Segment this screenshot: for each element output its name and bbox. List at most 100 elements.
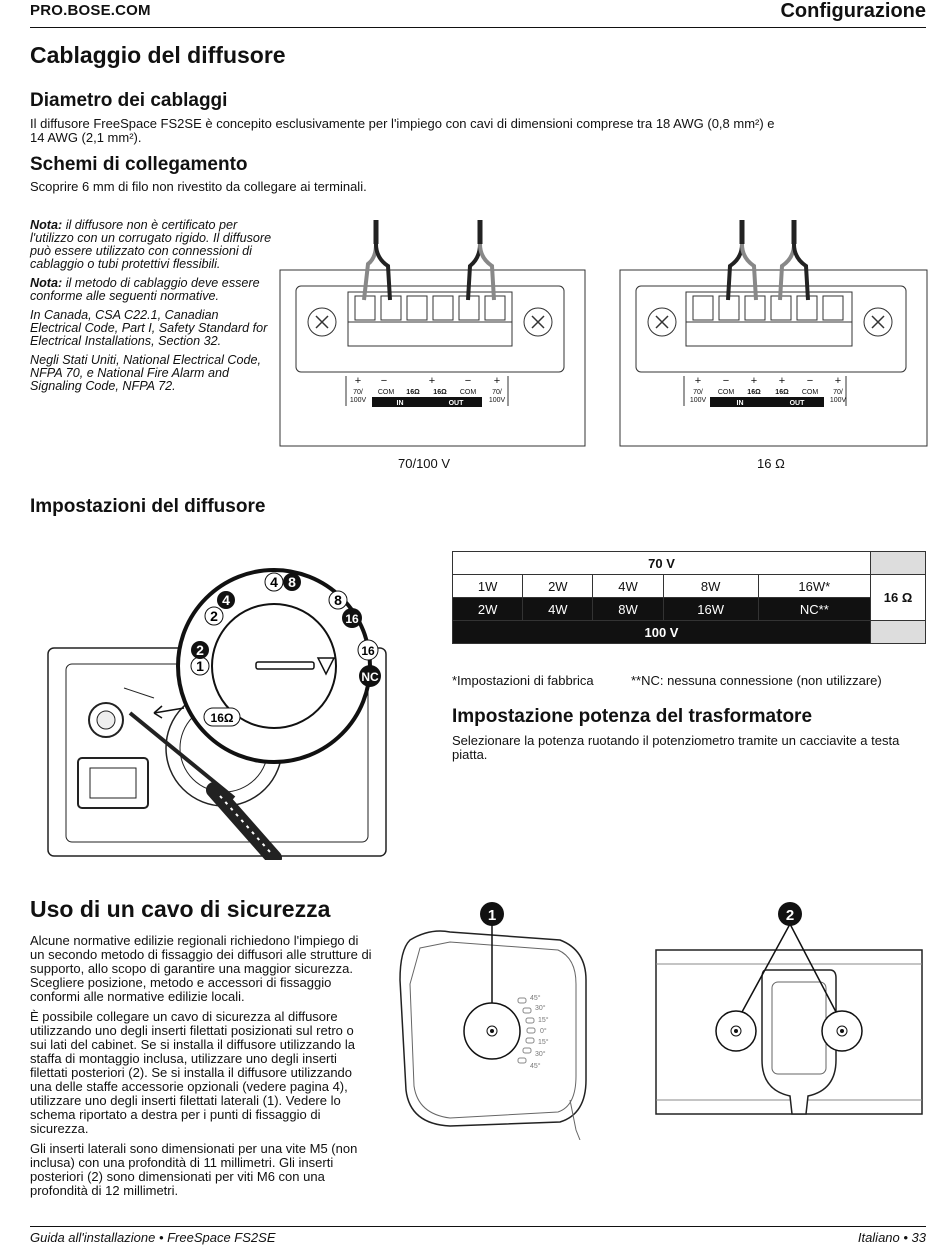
safety-text: Alcune normative edilizie regionali rich… [30, 934, 372, 1204]
angle-label: 45° [530, 1062, 541, 1070]
table-row: 70 V [452, 551, 926, 575]
schema-title: Schemi di collegamento [30, 154, 248, 175]
svg-text:70/: 70/ [353, 389, 363, 396]
angle-label: 30° [535, 1004, 546, 1012]
callout-2-label: 2 [786, 907, 794, 924]
safety-paragraph-2: È possibile collegare un cavo di sicurez… [30, 1009, 355, 1136]
cell-100v-2: 4W [522, 597, 594, 621]
cell-70v-3: 4W [592, 574, 664, 598]
safety-points-diagram: 45° 30° 15° 0° 15° 30° 45° 1 2 [399, 902, 923, 1140]
svg-text:−: − [465, 375, 471, 387]
speaker-rear-view: 2 [655, 902, 923, 1115]
dial-label-16b: 16 [361, 644, 375, 658]
svg-text:−: − [807, 375, 813, 387]
caption-16-ohm: 16 Ω [757, 456, 785, 471]
power-text: Selezionare la potenza ruotando il poten… [452, 733, 900, 762]
table-cell [870, 620, 926, 644]
note-2: Nota: il metodo di cablaggio deve essere… [30, 277, 272, 303]
dial-label-16a: 16 [345, 612, 359, 626]
angle-label: 30° [535, 1050, 546, 1058]
dial-label-2a: 2 [210, 608, 218, 624]
cell-70v-5: 16W* [757, 574, 872, 598]
svg-text:70/: 70/ [833, 389, 843, 396]
angle-label: 45° [530, 994, 541, 1002]
cell-16-ohm: 16 Ω [870, 574, 926, 621]
site-url: PRO.BOSE.COM [30, 2, 151, 19]
dial-label-8b: 8 [334, 592, 342, 608]
cell-100v-5: NC** [757, 597, 872, 621]
dial-label-4b: 4 [222, 592, 230, 608]
svg-text:COM: COM [802, 389, 819, 396]
cell-70v-1: 1W [451, 574, 524, 598]
angle-label: 0° [540, 1027, 547, 1035]
wiring-notes: Nota: il diffusore non è certificato per… [30, 219, 272, 399]
power-settings-table: 70 V 1W 2W 4W 8W 16W* 16 Ω 2W 4W 8W 16W … [451, 551, 926, 644]
dial-label-8a: 8 [288, 574, 296, 590]
schema-text: Scoprire 6 mm di filo non rivestito da c… [30, 179, 367, 194]
svg-text:IN: IN [737, 400, 744, 407]
svg-text:16Ω: 16Ω [406, 389, 420, 396]
power-title: Impostazione potenza del trasformatore [452, 706, 813, 727]
svg-text:+: + [835, 375, 841, 387]
dial-label-2b: 2 [196, 642, 204, 658]
table-row: 1W 2W 4W 8W 16W* 16 Ω [451, 574, 926, 621]
callout-1-label: 1 [488, 907, 496, 924]
svg-text:+: + [695, 375, 701, 387]
cell-100v-1: 2W [451, 597, 524, 621]
speaker-side-view: 45° 30° 15° 0° 15° 30° 45° 1 [399, 902, 587, 1140]
gauge-title: Diametro dei cablaggi [30, 90, 228, 111]
svg-text:OUT: OUT [790, 400, 806, 407]
svg-text:100V: 100V [830, 397, 847, 404]
section-title: Configurazione [780, 0, 926, 22]
table-row: 100 V [452, 620, 926, 644]
note-2-label: Nota: [30, 276, 63, 290]
svg-text:COM: COM [378, 389, 395, 396]
svg-text:100V: 100V [350, 397, 367, 404]
footnote-factory: *Impostazioni di fabbrica [452, 673, 594, 688]
dial-label-nc: NC [361, 670, 379, 684]
svg-text:−: − [723, 375, 729, 387]
dial-label-1: 1 [196, 658, 204, 674]
svg-text:COM: COM [718, 389, 735, 396]
svg-text:OUT: OUT [449, 400, 465, 407]
cell-70v-2: 2W [522, 574, 594, 598]
header-100v: 100 V [452, 620, 871, 644]
svg-text:70/: 70/ [693, 389, 703, 396]
note-1-text: il diffusore non è certificato per l'uti… [30, 218, 272, 271]
svg-text:+: + [779, 375, 785, 387]
svg-text:IN: IN [397, 400, 404, 407]
cell-70v-4: 8W [662, 574, 759, 598]
note-2-text: il metodo di cablaggio deve essere confo… [30, 276, 260, 303]
safety-paragraph-3: Gli inserti laterali sono dimensionati p… [30, 1141, 358, 1198]
safety-title: Uso di un cavo di sicurezza [30, 896, 331, 922]
footer-guide: Guida all'installazione • FreeSpace FS2S… [30, 1230, 276, 1245]
footer-divider [30, 1226, 926, 1227]
note-1: Nota: il diffusore non è certificato per… [30, 219, 272, 271]
angle-label: 15° [538, 1016, 549, 1024]
cell-100v-4: 16W [662, 597, 759, 621]
svg-text:16Ω: 16Ω [775, 389, 789, 396]
dial-label-4a: 4 [270, 574, 278, 590]
svg-text:100V: 100V [489, 397, 506, 404]
angle-label: 15° [538, 1038, 549, 1046]
note-3: In Canada, CSA C22.1, Canadian Electrica… [30, 308, 268, 348]
header-70v: 70 V [452, 551, 871, 575]
svg-text:70/: 70/ [492, 389, 502, 396]
svg-text:+: + [494, 375, 500, 387]
gauge-text: Il diffusore FreeSpace FS2SE è concepito… [30, 117, 920, 145]
table-row: 2W 4W 8W 16W NC** [451, 597, 926, 621]
footer-page: Italiano • 33 [857, 1230, 926, 1245]
svg-text:+: + [355, 375, 361, 387]
wiring-diagrams: + − + − + 70/100V COM 16Ω 16Ω COM 70/100V IN… [279, 220, 928, 447]
tap-selector-illustration: 4 8 2 4 8 16 16 NC 1 2 16Ω [47, 568, 387, 860]
footnote-nc: **NC: nessuna connessione (non utilizzar… [631, 673, 882, 688]
svg-text:100V: 100V [690, 397, 707, 404]
svg-text:−: − [381, 375, 387, 387]
settings-title: Impostazioni del diffusore [30, 496, 266, 517]
wiring-title: Cablaggio del diffusore [30, 42, 286, 68]
gauge-text-line-1: Il diffusore FreeSpace FS2SE è concepito… [30, 116, 775, 131]
caption-70-100v: 70/100 V [398, 456, 451, 471]
note-1-label: Nota: [30, 218, 63, 232]
